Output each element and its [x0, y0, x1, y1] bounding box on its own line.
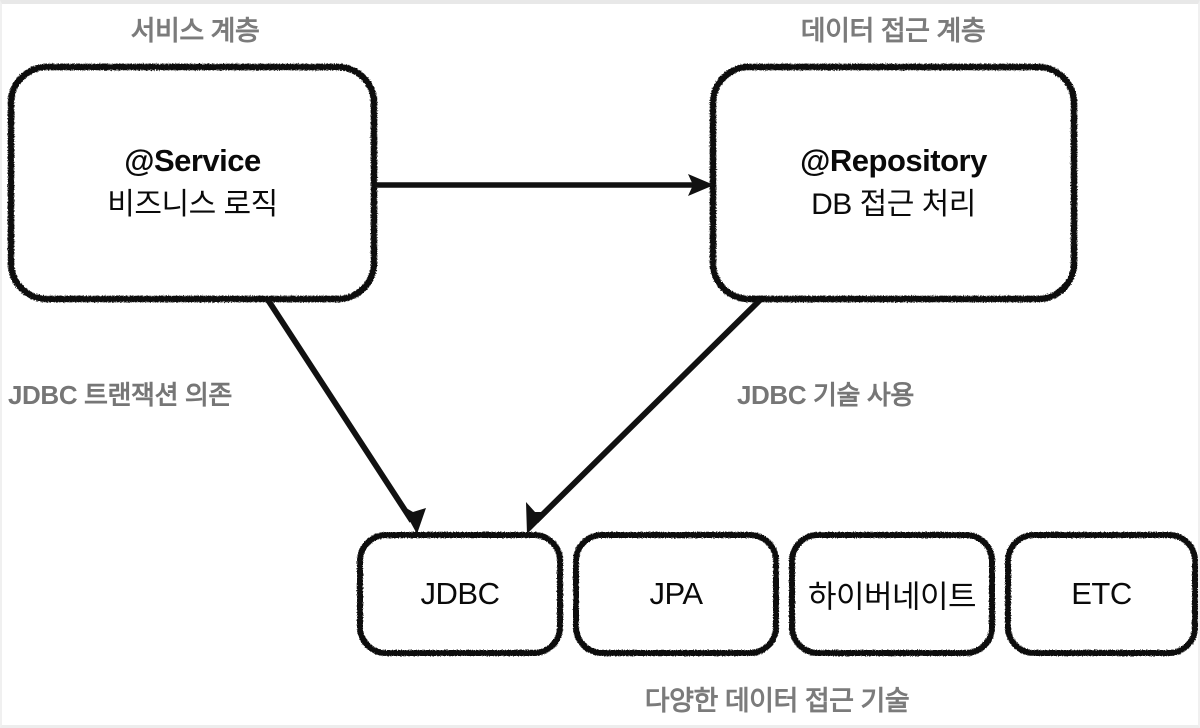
node-tech-etc-labels: ETC	[1008, 576, 1195, 612]
node-tech-etc-label: ETC	[1071, 576, 1132, 611]
section-title-service-layer: 서비스 계층	[130, 16, 260, 46]
node-tech-hibernate[interactable]: 하이버네이트	[792, 535, 992, 653]
node-tech-hibernate-label: 하이버네이트	[807, 579, 977, 615]
node-tech-jpa-label: JPA	[649, 576, 703, 611]
node-tech-jpa-labels: JPA	[576, 576, 776, 612]
node-service[interactable]: @Service 비즈니스 로직	[11, 67, 374, 299]
node-repository-line2: DB 접근 처리	[811, 188, 976, 221]
node-tech-jdbc[interactable]: JDBC	[360, 535, 560, 653]
node-repository-line1: @Repository	[800, 143, 987, 178]
diagram-caption: 다양한 데이터 접근 기술	[644, 686, 910, 716]
node-tech-jpa[interactable]: JPA	[576, 535, 776, 653]
node-service-labels: @Service 비즈니스 로직	[11, 143, 374, 223]
node-tech-jdbc-labels: JDBC	[360, 576, 560, 612]
node-tech-jdbc-label: JDBC	[420, 576, 500, 611]
edge-label-repository-to-jdbc: JDBC 기술 사용	[737, 380, 914, 410]
node-tech-etc[interactable]: ETC	[1008, 535, 1195, 653]
edge-label-service-to-jdbc: JDBC 트랜잭션 의존	[8, 380, 232, 410]
node-tech-hibernate-labels: 하이버네이트	[792, 572, 992, 617]
node-repository[interactable]: @Repository DB 접근 처리	[713, 67, 1074, 299]
section-title-data-access-layer: 데이터 접근 계층	[800, 16, 986, 46]
arrow-repository-to-jdbc	[526, 297, 763, 534]
arrow-service-to-repository	[375, 174, 714, 196]
arrow-service-to-jdbc	[265, 298, 426, 534]
node-service-line2: 비즈니스 로직	[107, 188, 278, 221]
node-repository-labels: @Repository DB 접근 처리	[713, 143, 1074, 223]
node-service-line1: @Service	[124, 143, 261, 178]
